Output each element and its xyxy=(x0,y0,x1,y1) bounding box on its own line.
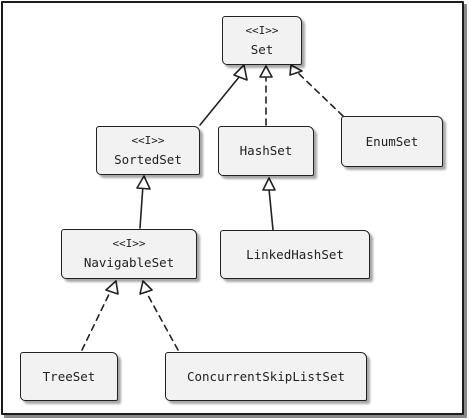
sortedset-stereotype: <<I>> xyxy=(131,133,165,147)
node-set: <<I>> Set xyxy=(222,16,302,65)
node-linkedhashset: LinkedHashSet xyxy=(220,230,370,279)
edge-sortedset-to-set xyxy=(199,70,245,126)
node-navigableset: <<I>> NavigableSet xyxy=(61,229,197,279)
node-hashset: HashSet xyxy=(218,126,314,176)
diagram-frame xyxy=(1,1,464,415)
node-concurrentskiplistset: ConcurrentSkipListSet xyxy=(165,352,367,401)
treeset-label: TreeSet xyxy=(42,368,96,384)
arrowhead-navigableset-to-sortedset xyxy=(136,175,151,190)
arrowhead-hashset-to-set xyxy=(259,65,273,78)
linkedhashset-label: LinkedHashSet xyxy=(246,246,344,262)
navigableset-label: NavigableSet xyxy=(83,255,175,271)
set-label: Set xyxy=(250,41,274,57)
navigableset-stereotype: <<I>> xyxy=(112,237,146,251)
enumset-label: EnumSet xyxy=(365,133,419,149)
arrowhead-concurrentskiplistset-to-navigableset xyxy=(139,280,153,295)
set-stereotype: <<I>> xyxy=(245,23,279,37)
arrowhead-treeset-to-navigableset xyxy=(105,280,119,295)
arrowhead-sortedset-to-set xyxy=(233,64,248,81)
sortedset-label: SortedSet xyxy=(114,151,182,167)
concurrentskiplistset-label: ConcurrentSkipListSet xyxy=(186,368,346,384)
hashset-label: HashSet xyxy=(239,143,293,159)
edge-treeset-to-navigableset xyxy=(81,287,113,351)
arrowhead-linkedhashset-to-hashset xyxy=(262,177,276,191)
edge-concurrentskiplistset-to-navigableset xyxy=(144,289,179,351)
node-sortedset: <<I>> SortedSet xyxy=(96,126,200,175)
edge-enumset-to-set xyxy=(295,70,344,117)
arrowhead-enumset-to-set xyxy=(289,64,303,76)
edge-navigableset-to-sortedset xyxy=(139,184,144,229)
node-treeset: TreeSet xyxy=(20,352,118,401)
edge-linkedhashset-to-hashset xyxy=(268,188,274,231)
node-enumset: EnumSet xyxy=(341,116,443,167)
